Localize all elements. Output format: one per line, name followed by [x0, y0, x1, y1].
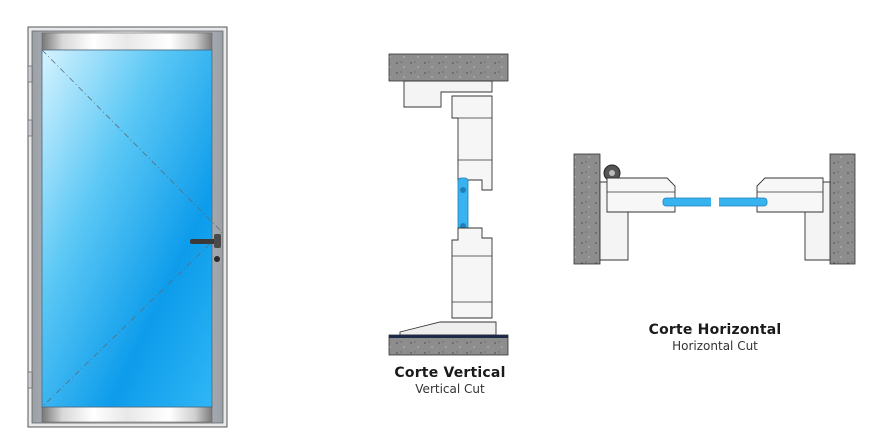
lower-leaf-profile [451, 227, 493, 319]
door-top-rail [41, 32, 213, 51]
door-handle-icon [190, 234, 221, 248]
hinge-icon [27, 371, 33, 389]
door-glass-panel [41, 49, 213, 408]
lock-cylinder-icon [214, 256, 220, 262]
upper-leaf-profile [451, 95, 493, 191]
vertical-section-title: Corte Vertical [394, 365, 506, 381]
top-frame-profile [403, 80, 493, 108]
right-wall-section [829, 153, 856, 265]
hinge-icon [27, 119, 33, 137]
door-bottom-rail [41, 406, 213, 423]
horizontal-section-caption: Corte Horizontal Horizontal Cut [610, 322, 820, 353]
vertical-section-subtitle: Vertical Cut [415, 382, 485, 396]
right-leaf-profile [756, 177, 824, 213]
threshold-profile [399, 321, 497, 336]
vertical-section-drawing [388, 53, 509, 356]
hinge-icon [27, 65, 33, 83]
horizontal-section-title: Corte Horizontal [648, 322, 782, 338]
vertical-section-caption: Corte Vertical Vertical Cut [380, 365, 520, 396]
left-wall-section [573, 153, 601, 265]
left-leaf-profile [606, 177, 676, 213]
top-wall-section [388, 53, 509, 82]
door-elevation [27, 26, 228, 428]
horizontal-section-subtitle: Horizontal Cut [672, 339, 758, 353]
horizontal-section-drawing [573, 153, 856, 265]
